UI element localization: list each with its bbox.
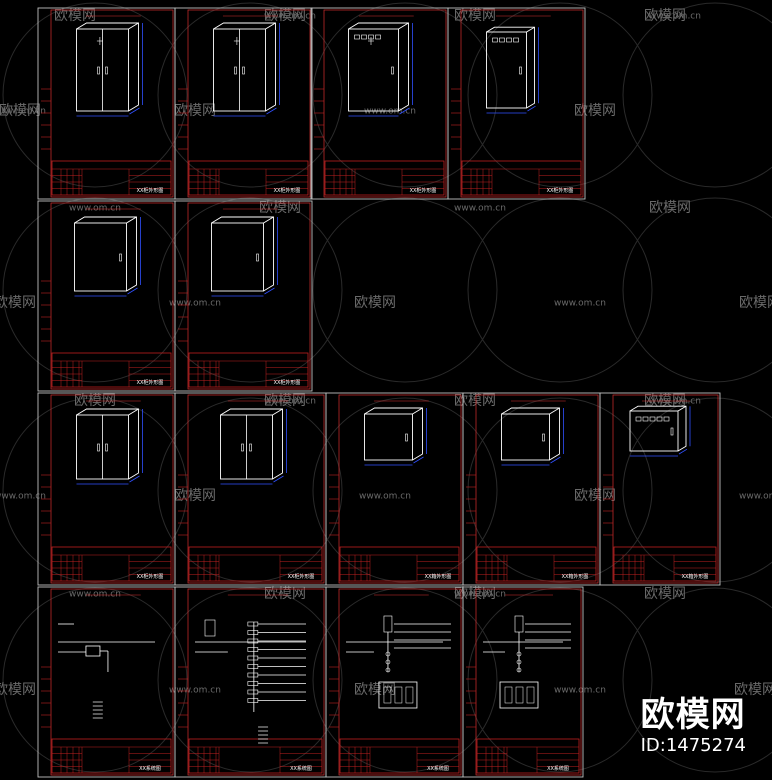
watermark-brand: 欧模网 xyxy=(644,8,686,24)
sheet-caption: XX柜外形图 xyxy=(274,379,301,386)
watermark-url: www.om.cn xyxy=(264,397,316,407)
watermark-url: www.om.cn xyxy=(554,299,606,309)
watermark-brand: 欧模网 xyxy=(264,586,306,602)
watermark-url: www.om.cn xyxy=(0,492,46,502)
watermark-url: www.om.cn xyxy=(454,590,506,600)
drawing-sheet: XX柜外形图 xyxy=(174,7,313,200)
watermark-brand: 欧模网 xyxy=(0,103,41,119)
watermark-url: www.om.cn xyxy=(364,107,416,117)
sheet-caption: XX系统图 xyxy=(427,765,449,772)
sheet-caption: XX柜外形图 xyxy=(410,187,437,194)
watermark-url: www.om.cn xyxy=(554,686,606,696)
watermark-brand: 欧模网 xyxy=(0,295,36,311)
watermark-brand: 欧模网 xyxy=(354,682,396,698)
watermark-brand: 欧模网 xyxy=(574,103,616,119)
watermark-brand: 欧模网 xyxy=(649,200,691,216)
watermark-brand: 欧模网 xyxy=(0,682,36,698)
drawing-sheet: XX箱外形图 xyxy=(599,392,721,586)
watermark-brand: 欧模网 xyxy=(454,586,496,602)
drawing-sheet: XX柜外形图 xyxy=(37,392,176,586)
watermark-url: www.om.cn xyxy=(169,299,221,309)
watermark-url: www.om.cn xyxy=(739,492,772,502)
drawing-sheet: XX箱外形图 xyxy=(325,392,464,586)
watermark-brand: 欧模网 xyxy=(174,103,216,119)
watermark-url: www.om.cn xyxy=(359,492,411,502)
sheet-caption: XX柜外形图 xyxy=(547,187,574,194)
sheet-caption: XX柜外形图 xyxy=(137,379,164,386)
watermark-url: www.om.cn xyxy=(169,686,221,696)
watermark-brand: 欧模网 xyxy=(454,393,496,409)
drawing-sheet: XX柜外形图 xyxy=(174,392,327,586)
drawing-sheet: XX系统图 xyxy=(174,586,327,778)
brand-logo: 欧模网 xyxy=(640,695,746,735)
watermark-url: www.om.cn xyxy=(0,107,46,117)
watermark-brand: 欧模网 xyxy=(644,586,686,602)
drawing-sheet: XX柜外形图 xyxy=(37,7,176,200)
watermark-url: www.om.cn xyxy=(649,12,701,22)
watermark-url: www.om.cn xyxy=(454,204,506,214)
sheet-caption: XX系统图 xyxy=(290,765,312,772)
watermark-url: www.om.cn xyxy=(69,204,121,214)
sheet-caption: XX柜外形图 xyxy=(274,187,301,194)
watermark-brand: 欧模网 xyxy=(354,295,396,311)
model-id: ID:1475274 xyxy=(640,735,746,756)
drawing-sheet: XX柜外形图 xyxy=(310,7,449,200)
drawing-sheet: XX系统图 xyxy=(325,586,464,778)
watermark-brand: 欧模网 xyxy=(259,200,301,216)
drawing-sheet: XX柜外形图 xyxy=(37,200,176,392)
drawing-sheet: XX系统图 xyxy=(462,586,584,778)
watermark-brand: 欧模网 xyxy=(264,8,306,24)
sheet-caption: XX箱外形图 xyxy=(682,573,709,580)
watermark-brand: 欧模网 xyxy=(54,8,96,24)
sheet-caption: XX柜外形图 xyxy=(288,573,315,580)
watermark-brand: 欧模网 xyxy=(734,682,772,698)
drawing-sheet: XX柜外形图 xyxy=(447,7,586,200)
watermark-brand: 欧模网 xyxy=(574,488,616,504)
sheet-caption: XX箱外形图 xyxy=(425,573,452,580)
watermark-url: www.om.cn xyxy=(649,397,701,407)
brand-stamp: 欧模网 ID:1475274 xyxy=(641,696,746,758)
watermark-brand: 欧模网 xyxy=(174,488,216,504)
watermark-brand: 欧模网 xyxy=(454,8,496,24)
sheet-caption: XX箱外形图 xyxy=(562,573,589,580)
sheet-caption: XX系统图 xyxy=(139,765,161,772)
drawing-sheets: XX柜外形图 XX柜外形图 XX柜外形图 XX柜外形图 XX柜外形图 XX柜外形图 XX柜外… xyxy=(37,7,721,778)
sheet-caption: XX柜外形图 xyxy=(137,187,164,194)
watermark-brand: 欧模网 xyxy=(739,295,772,311)
drawing-sheet: XX系统图 xyxy=(37,586,176,778)
sheet-caption: XX柜外形图 xyxy=(137,573,164,580)
sheet-caption: XX系统图 xyxy=(547,765,569,772)
watermark-url: www.om.cn xyxy=(264,12,316,22)
watermark-url: www.om.cn xyxy=(69,590,121,600)
drawing-sheet: XX柜外形图 xyxy=(174,200,313,392)
